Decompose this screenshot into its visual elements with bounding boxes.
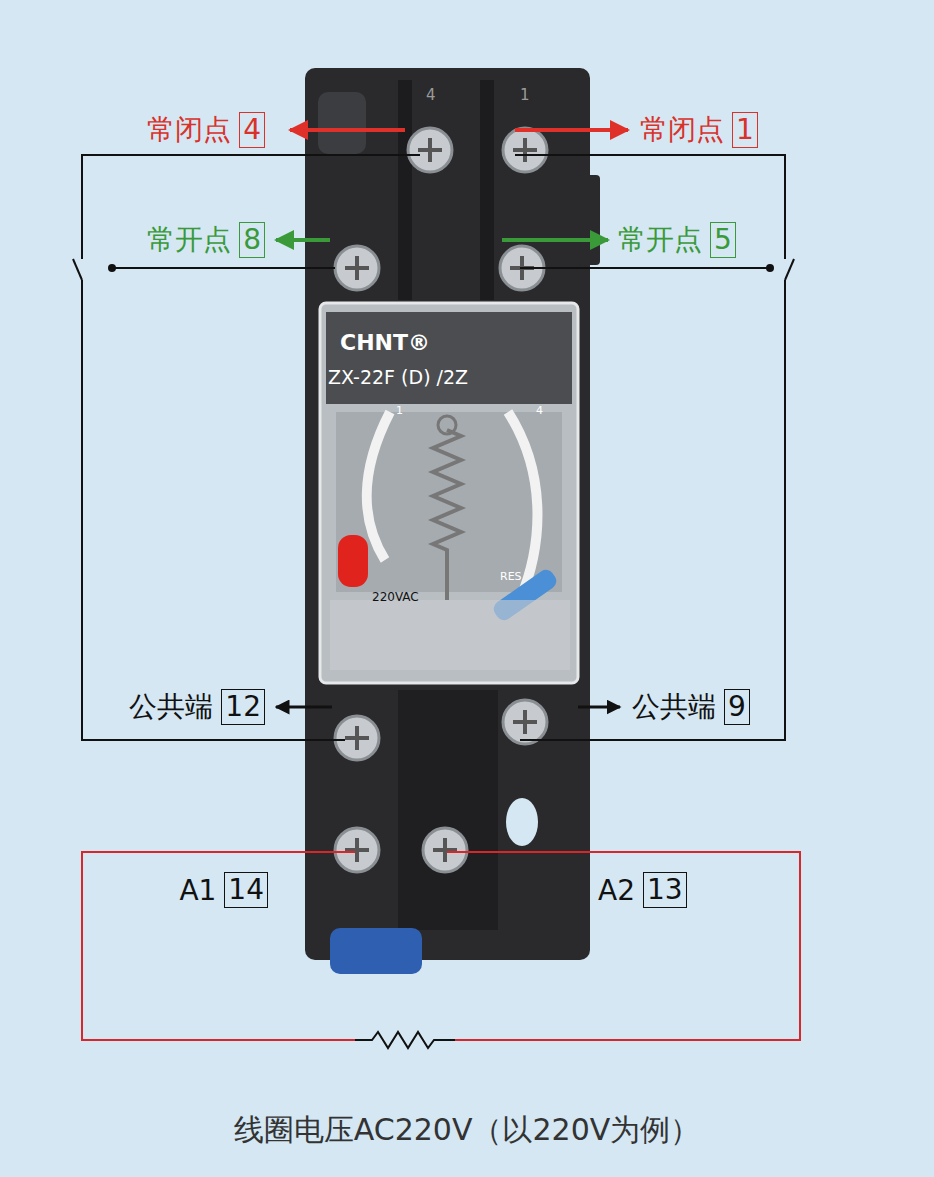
wire xyxy=(515,155,785,259)
resistor-symbol xyxy=(355,1032,455,1048)
internal-wire xyxy=(367,412,390,560)
cover-marking: 1 xyxy=(396,404,403,417)
switch-blade xyxy=(785,259,794,280)
wire xyxy=(82,155,420,259)
release-clip xyxy=(330,928,422,974)
leader-arrow xyxy=(290,128,405,132)
terminal-screw xyxy=(423,828,467,872)
relay-base xyxy=(305,68,590,960)
base-divider xyxy=(398,80,412,300)
screw-slot xyxy=(433,838,457,862)
terminal-name: A2 xyxy=(598,874,635,907)
screw-slot xyxy=(513,710,537,734)
terminal-label: 常开点5 xyxy=(618,221,736,259)
terminal-number: 5 xyxy=(710,222,736,258)
base-slot xyxy=(318,92,366,154)
wire xyxy=(520,267,770,269)
leader-arrow xyxy=(515,128,628,132)
base-clip xyxy=(578,175,600,265)
screw-slot xyxy=(418,138,442,162)
leader-arrow xyxy=(502,238,608,242)
screw-head xyxy=(408,128,452,172)
terminal-label: A114 xyxy=(179,872,268,908)
terminal-number: 9 xyxy=(724,689,750,725)
relay-cover xyxy=(320,303,578,683)
screw-head xyxy=(503,128,547,172)
terminal-name: 公共端 xyxy=(632,688,716,726)
spring xyxy=(433,430,461,600)
cover-marking: CHNT® xyxy=(340,330,430,355)
terminal-screw xyxy=(335,246,379,290)
cover-marking: 4 xyxy=(536,404,543,417)
terminal-label: 常闭点1 xyxy=(640,111,758,149)
cover-marking: 220VAC xyxy=(372,590,419,604)
terminal-name: 公共端 xyxy=(129,688,213,726)
terminal-name: 常闭点 xyxy=(640,111,724,149)
terminal-screw xyxy=(335,716,379,760)
cover-base xyxy=(330,600,570,670)
terminal-label: 公共端9 xyxy=(632,688,750,726)
base-marking: 1 xyxy=(520,86,530,104)
cover-label-band xyxy=(326,312,572,404)
terminal-name: 常开点 xyxy=(147,221,231,259)
terminal-number: 8 xyxy=(239,222,265,258)
base-divider xyxy=(398,690,498,930)
screw-head xyxy=(503,700,547,744)
terminal-number: 13 xyxy=(643,872,687,908)
leader-arrow xyxy=(578,706,620,709)
base-marking: 4 xyxy=(426,86,436,104)
wire xyxy=(112,267,335,269)
screw-slot xyxy=(345,838,369,862)
screw-head xyxy=(335,716,379,760)
terminal-screw xyxy=(503,128,547,172)
terminal-name: 常闭点 xyxy=(147,111,231,149)
mounting-hole xyxy=(506,798,538,846)
terminal-screw xyxy=(503,700,547,744)
terminal-number: 12 xyxy=(221,689,265,725)
screw-slot xyxy=(345,256,369,280)
terminal-screw xyxy=(408,128,452,172)
screw-slot xyxy=(513,138,537,162)
switch-blade xyxy=(73,259,82,280)
screw-head xyxy=(423,828,467,872)
terminal-label: A213 xyxy=(598,872,687,908)
cover-marking: RES xyxy=(500,570,522,583)
terminal-label: 常开点8 xyxy=(147,221,265,259)
leader-arrow xyxy=(276,706,332,709)
caption: 线圈电压AC220V（以220V为例） xyxy=(0,1110,934,1151)
wire xyxy=(82,280,345,740)
terminal-number: 4 xyxy=(239,112,265,148)
terminal-number: 14 xyxy=(224,872,268,908)
screw-head xyxy=(335,828,379,872)
screw-slot xyxy=(345,726,369,750)
wire xyxy=(520,280,785,740)
screw-head xyxy=(335,246,379,290)
spring-hook xyxy=(438,416,456,434)
led xyxy=(338,535,368,587)
terminal-name: A1 xyxy=(179,874,216,907)
terminal-label: 常闭点4 xyxy=(147,111,265,149)
cover-marking: ZX-22F (D) /2Z xyxy=(328,366,468,388)
base-divider xyxy=(480,80,494,300)
coil-wire xyxy=(82,852,355,1040)
coil-wire xyxy=(447,852,800,1040)
leader-arrow xyxy=(276,238,330,242)
terminal-screw xyxy=(335,828,379,872)
terminal-name: 常开点 xyxy=(618,221,702,259)
terminal-number: 1 xyxy=(732,112,758,148)
terminal-label: 公共端12 xyxy=(129,688,265,726)
